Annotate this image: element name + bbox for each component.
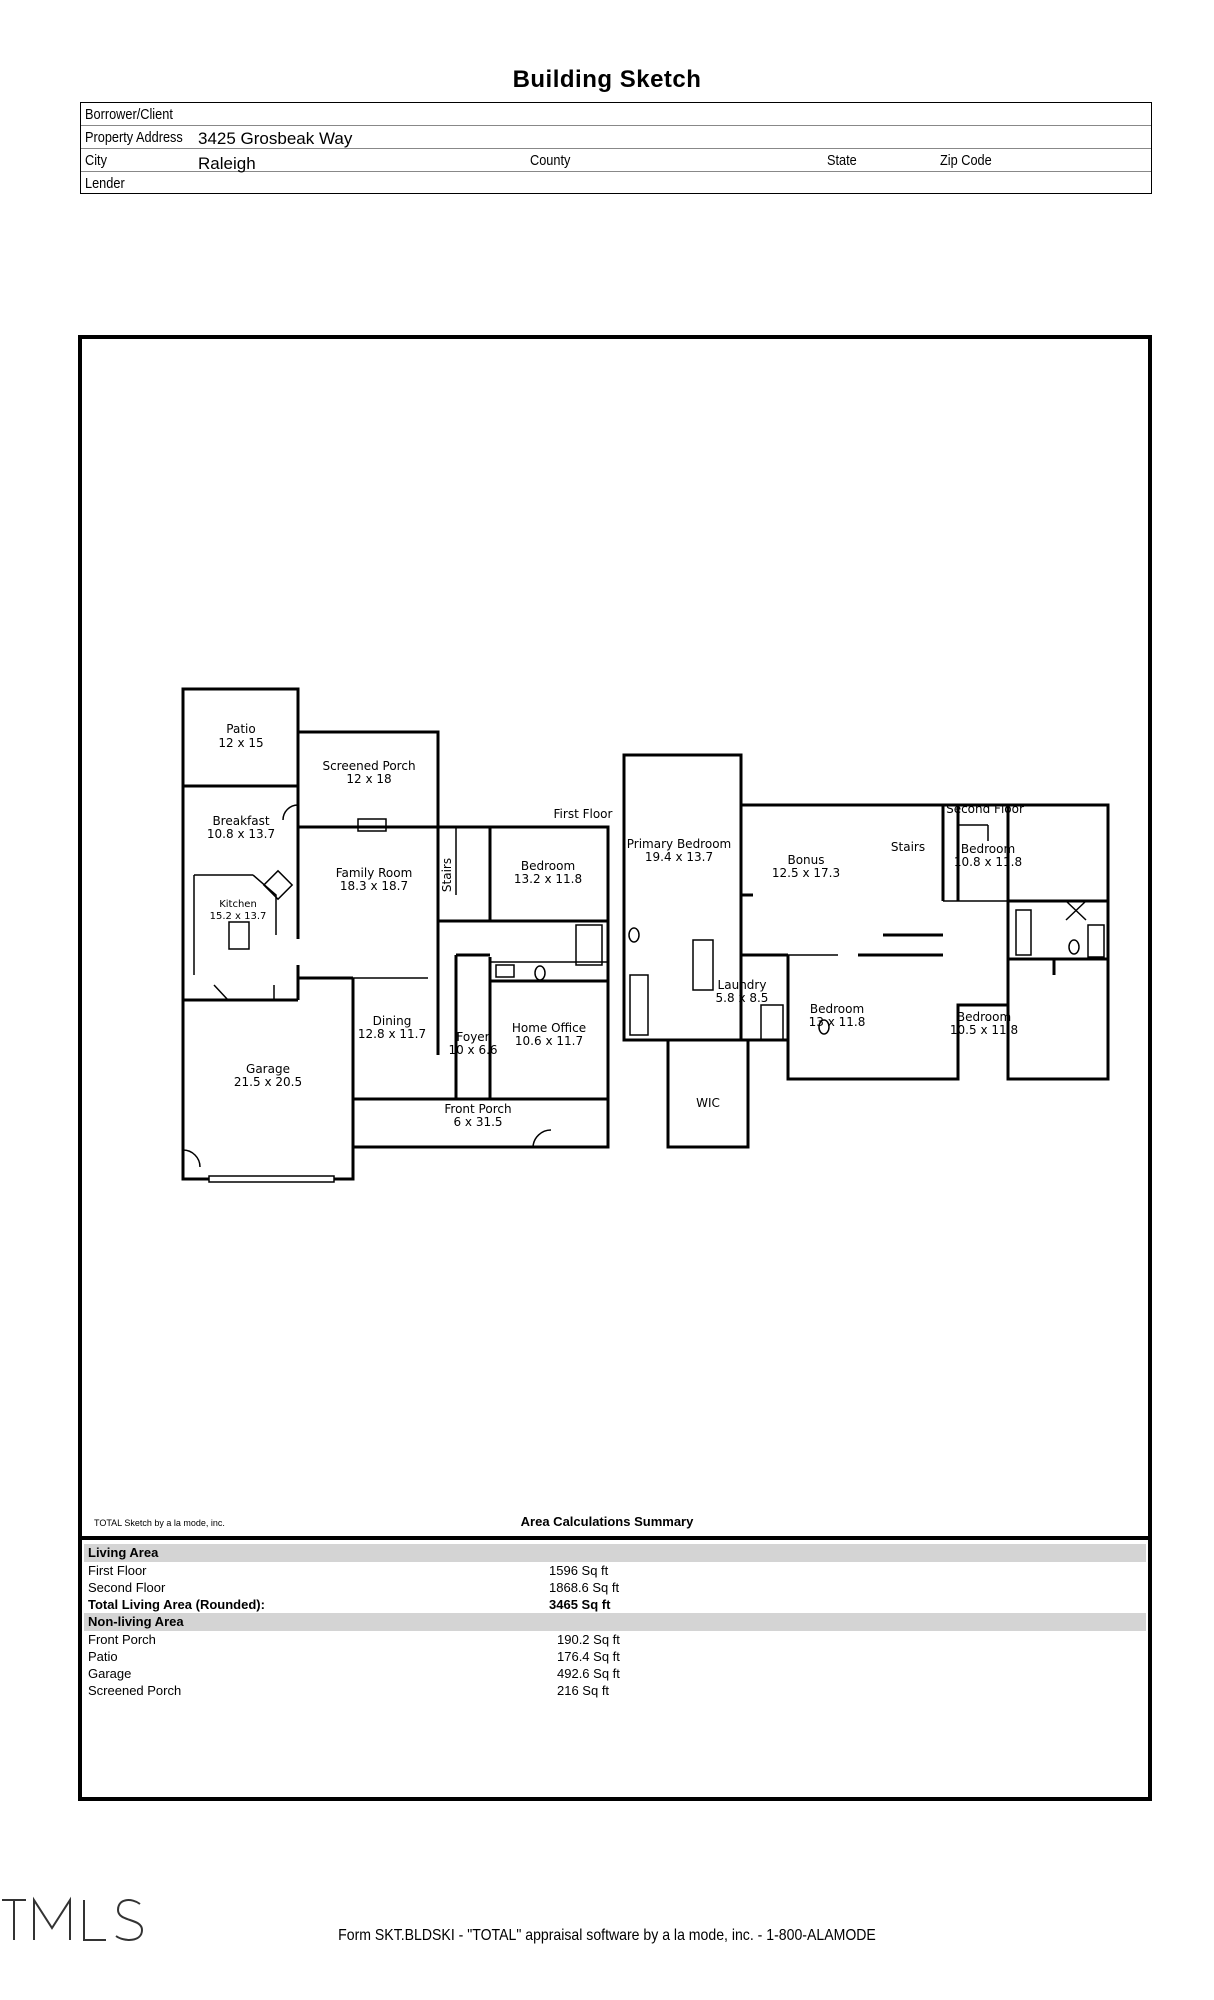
bedroom2-label: Bedroom [961,842,1015,856]
city-label: City [85,152,107,169]
family-room-dims: 18.3 x 18.7 [340,879,408,893]
patio-label: Patio [226,722,255,736]
bedroom3-dims: 13 x 11.8 [809,1015,866,1029]
summary-divider [78,1536,1152,1540]
foyer-label: Foyer [456,1030,489,1044]
nonliving-row: Garage 492.6 Sq ft [84,1665,1146,1682]
dining-label: Dining [373,1014,412,1028]
living-row-value: 1596 Sq ft [549,1563,609,1578]
bonus-dims: 12.5 x 17.3 [772,866,840,880]
borrower-label: Borrower/Client [85,106,173,123]
living-row-value: 1868.6 Sq ft [549,1580,620,1595]
breakfast-label: Breakfast [212,814,269,828]
wic-outline [666,1038,750,1149]
floor-plan: Patio 12 x 15 Screened Porch 12 x 18 Bre… [181,687,1110,1183]
lender-label: Lender [85,175,125,192]
address-label: Property Address [85,129,183,146]
page-title: Building Sketch [512,66,702,93]
front-porch-dims: 6 x 31.5 [453,1115,502,1129]
total-living-value: 3465 Sq ft [549,1597,611,1612]
property-header-table: Borrower/Client Property Address 3425 Gr… [80,102,1152,194]
bedroom1-dims: 13.2 x 11.8 [514,872,582,886]
address-row: Property Address 3425 Grosbeak Way [81,126,1151,149]
living-row: Second Floor 1868.6 Sq ft [84,1579,1146,1596]
breakfast-dims: 10.8 x 13.7 [207,827,275,841]
bedroom3-label: Bedroom [810,1002,864,1016]
nonliving-row: Screened Porch 216 Sq ft [84,1682,1146,1699]
living-row-label: First Floor [88,1563,147,1578]
kitchen-dims: 15.2 x 13.7 [210,911,267,922]
nonliving-row-label: Patio [88,1649,118,1664]
screened-porch-dims: 12 x 18 [346,772,391,786]
stairs1-label: Stairs [440,858,454,892]
zip-label: Zip Code [940,152,992,169]
living-row-label: Second Floor [88,1580,166,1595]
stairs2-label: Stairs [891,840,925,854]
nonliving-row-value: 190.2 Sq ft [557,1632,620,1647]
city-row: City Raleigh County State Zip Code [81,149,1151,173]
laundry-label: Laundry [718,978,767,992]
nonliving-row-value: 492.6 Sq ft [557,1666,620,1681]
garage-dims: 21.5 x 20.5 [234,1075,302,1089]
lender-row: Lender [81,172,1151,195]
state-label: State [827,152,857,169]
living-area-header: Living Area [84,1544,1146,1562]
borrower-row: Borrower/Client [81,103,1151,126]
home-office-dims: 10.6 x 11.7 [515,1034,583,1048]
primary-bedroom-label: Primary Bedroom [627,837,731,851]
bedroom4-label: Bedroom [957,1010,1011,1024]
form-footer: Form SKT.BLDSKI - "TOTAL" appraisal soft… [338,1927,876,1944]
front-porch-label: Front Porch [444,1102,511,1116]
wic-label: WIC [696,1096,720,1110]
home-office-label: Home Office [512,1021,586,1035]
city-value: Raleigh [198,154,256,173]
nonliving-row: Patio 176.4 Sq ft [84,1648,1146,1665]
garage-label: Garage [246,1062,290,1076]
tmls-logo [2,1896,144,1941]
screened-porch-label: Screened Porch [322,759,415,773]
nonliving-row-label: Front Porch [88,1632,156,1647]
patio-dims: 12 x 15 [218,736,263,750]
total-living-row: Total Living Area (Rounded): 3465 Sq ft [84,1596,1146,1613]
total-living-label: Total Living Area (Rounded): [88,1597,265,1612]
address-value: 3425 Grosbeak Way [198,129,353,148]
sketch-frame [78,335,1152,1801]
bedroom1-label: Bedroom [521,859,575,873]
nonliving-area-header: Non-living Area [84,1613,1146,1631]
summary-title: Area Calculations Summary [520,1514,694,1529]
nonliving-row: Front Porch 190.2 Sq ft [84,1631,1146,1648]
nonliving-row-value: 176.4 Sq ft [557,1649,620,1664]
first-floor-label: First Floor [554,807,613,821]
family-room-label: Family Room [336,866,413,880]
software-credit: TOTAL Sketch by a la mode, inc. [94,1518,225,1528]
kitchen-label: Kitchen [219,899,257,910]
primary-bedroom-dims: 19.4 x 13.7 [645,850,713,864]
laundry-dims: 5.8 x 8.5 [716,991,769,1005]
bedroom4-dims: 10.5 x 11.8 [950,1023,1018,1037]
dining-dims: 12.8 x 11.7 [358,1027,426,1041]
nonliving-row-label: Garage [88,1666,132,1681]
living-row: First Floor 1596 Sq ft [84,1562,1146,1579]
area-summary-table: Living Area First Floor 1596 Sq ft Secon… [84,1544,1146,1699]
nonliving-row-value: 216 Sq ft [557,1683,610,1698]
county-label: County [530,152,571,169]
foyer-dims: 10 x 6.6 [448,1043,497,1057]
bedroom2-dims: 10.8 x 11.8 [954,855,1022,869]
second-floor-label: Second Floor [946,802,1024,816]
nonliving-row-label: Screened Porch [88,1683,182,1698]
bonus-label: Bonus [787,853,824,867]
